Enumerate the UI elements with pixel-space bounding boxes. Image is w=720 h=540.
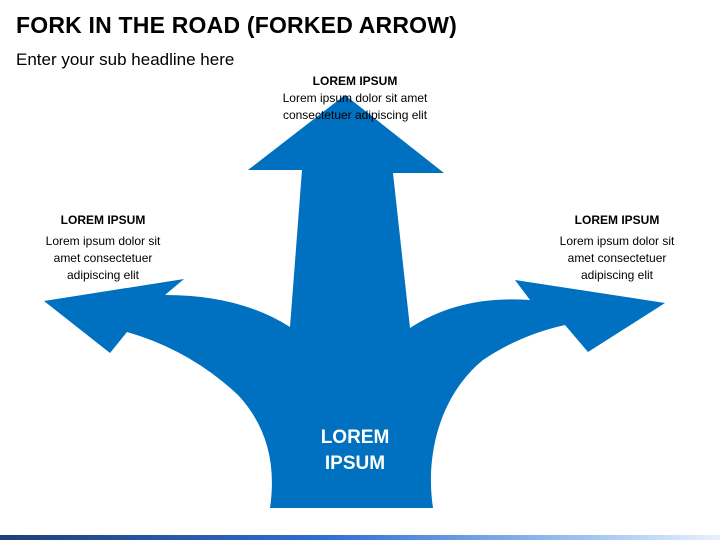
arrow-center-label: LOREM IPSUM [290,425,420,477]
branch-left-text-line: adipiscing elit [66,268,140,282]
branch-top-heading: LOREM IPSUM [312,74,398,88]
branch-right-text-line: adipiscing elit [580,268,654,282]
arrow-center-label-line2: IPSUM [324,453,386,474]
branch-right-text-line: Lorem ipsum dolor sit [559,234,675,248]
page-title: FORK IN THE ROAD (FORKED ARROW) [16,12,458,38]
page-subtitle: Enter your sub headline here [16,50,235,69]
branch-left-text-line: amet consectetuer [53,251,153,265]
branch-right-label: LOREM IPSUM Lorem ipsum dolor sit amet c… [544,212,690,284]
branch-right-text-line: amet consectetuer [567,251,667,265]
arrow-center-label-line1: LOREM [320,427,390,448]
branch-left-label: LOREM IPSUM Lorem ipsum dolor sit amet c… [30,212,176,284]
branch-top-label: LOREM IPSUM Lorem ipsum dolor sit amet c… [230,73,480,124]
footer-bar [0,535,720,540]
branch-top-text-line: Lorem ipsum dolor sit amet [282,91,428,105]
branch-left-text-line: Lorem ipsum dolor sit [45,234,161,248]
forked-arrow-shape [44,95,665,508]
branch-right-heading: LOREM IPSUM [574,213,660,227]
branch-top-text-line: consectetuer adipiscing elit [282,108,428,122]
branch-left-heading: LOREM IPSUM [60,213,146,227]
